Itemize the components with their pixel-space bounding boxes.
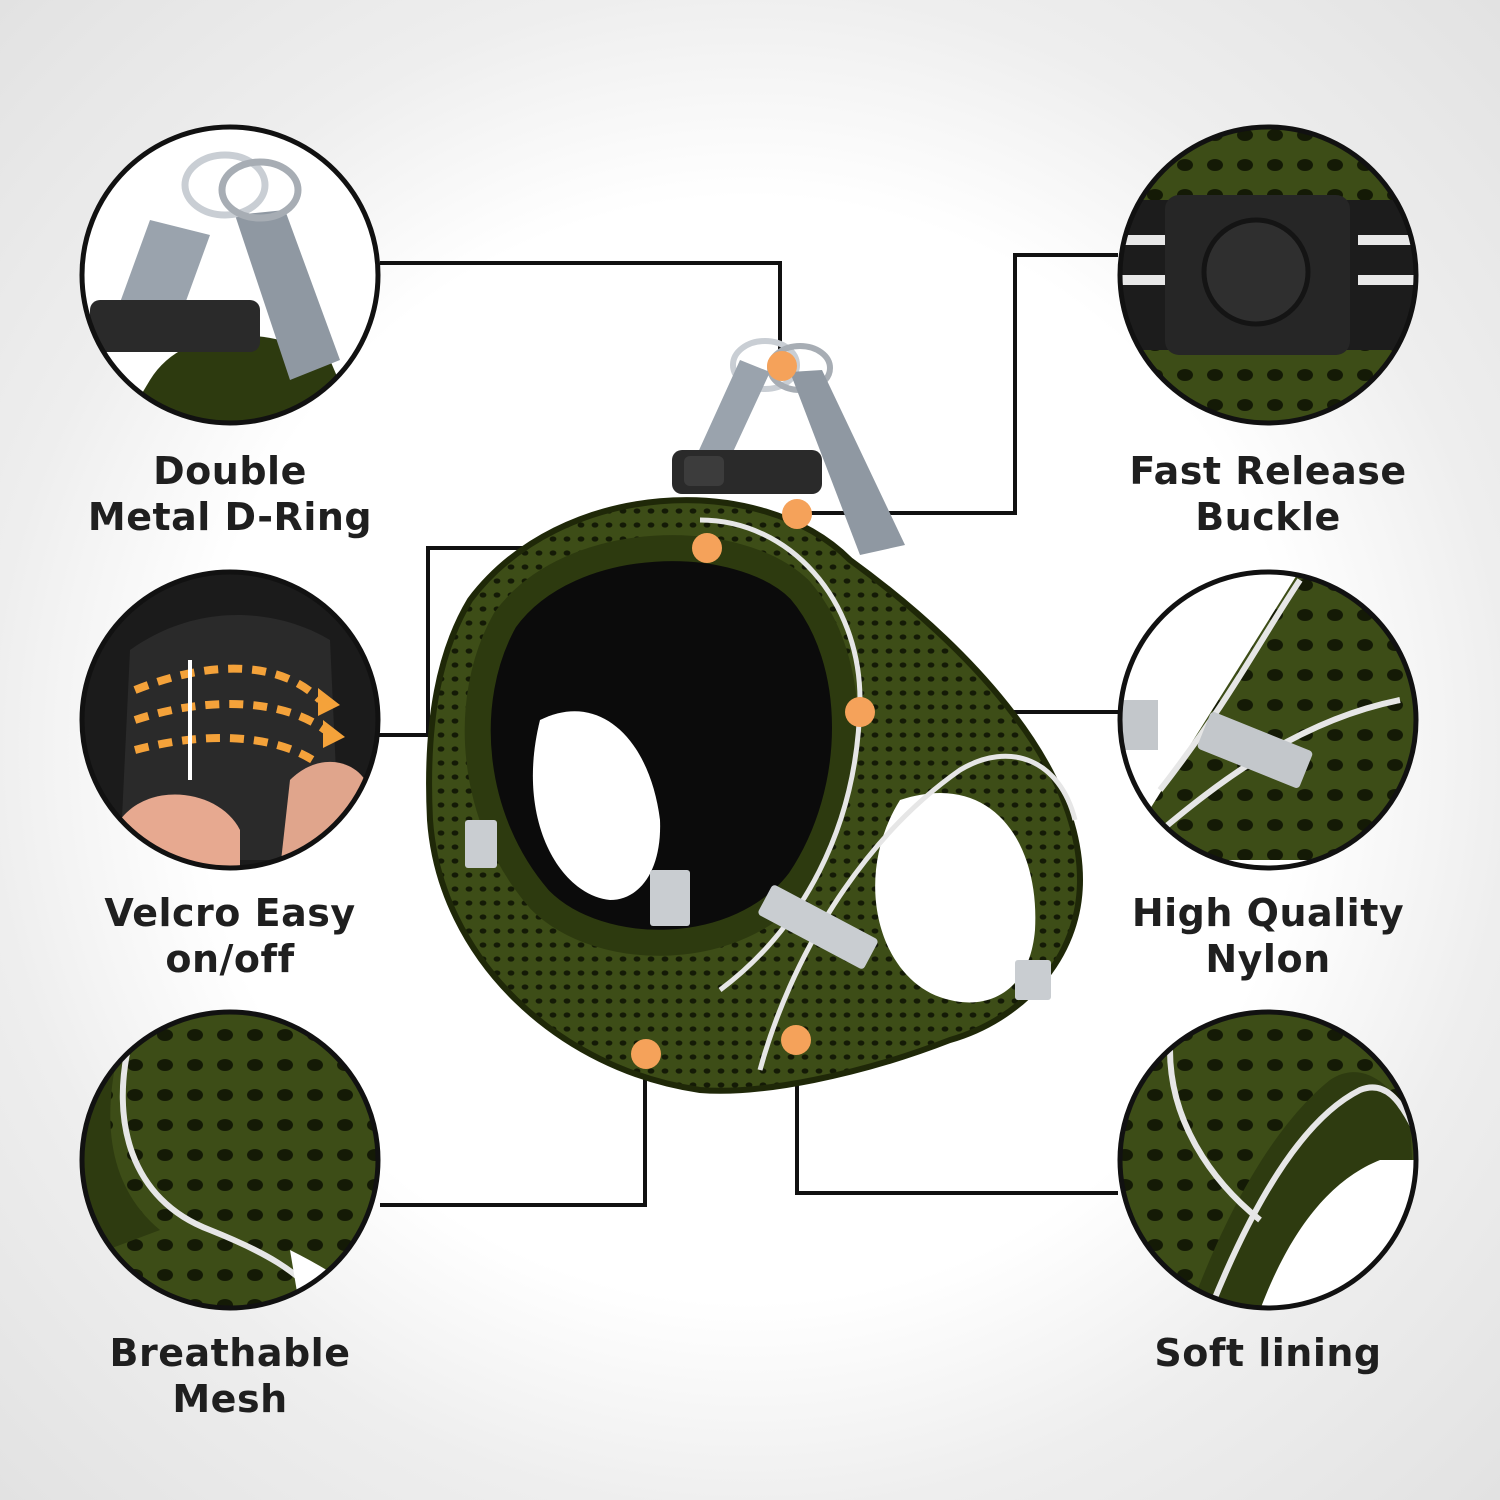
marker-lining	[781, 1025, 811, 1055]
reflective-piping-chest	[757, 753, 1078, 1071]
label-lining-line-1: Soft lining	[1154, 1331, 1382, 1375]
label-buckle-line-2: Buckle	[1195, 495, 1341, 539]
d-ring-icon	[79, 124, 381, 426]
reflective-tab-4	[465, 820, 497, 868]
label-velcro-line-1: Velcro Easy	[104, 891, 356, 935]
reflective-tab-1	[758, 885, 878, 969]
marker-velcro	[692, 533, 722, 563]
marker-nylon	[845, 697, 875, 727]
lining-icon	[1117, 1009, 1419, 1311]
connector-d-ring	[380, 261, 782, 365]
gray-strap-right	[790, 370, 905, 555]
reflective-tab-3	[1015, 960, 1051, 1000]
label-d-ring-line-1: Double	[153, 449, 307, 493]
d-ring-metal	[730, 338, 800, 392]
orange-markers	[631, 351, 875, 1069]
label-mesh-line-1: Breathable	[109, 1331, 351, 1375]
label-nylon-line-2: Nylon	[1205, 937, 1331, 981]
leg-opening-left	[532, 711, 661, 900]
label-nylon: High Quality Nylon	[1058, 890, 1478, 982]
leg-opening-right	[875, 792, 1036, 1003]
label-buckle-line-1: Fast Release	[1129, 449, 1407, 493]
mesh-icon	[79, 1009, 381, 1311]
label-buckle: Fast Release Buckle	[1058, 448, 1478, 540]
label-mesh: Breathable Mesh	[20, 1330, 440, 1422]
label-d-ring-line-2: Metal D-Ring	[87, 495, 373, 539]
connector-mesh	[380, 1055, 647, 1207]
reflective-tab-2	[650, 870, 690, 926]
marker-d-ring	[767, 351, 797, 381]
label-velcro-line-2: on/off	[165, 937, 295, 981]
label-velcro: Velcro Easy on/off	[20, 890, 440, 982]
nylon-icon	[1117, 569, 1419, 871]
label-nylon-line-1: High Quality	[1131, 891, 1405, 935]
marker-buckle	[782, 499, 812, 529]
buckle-icon	[1117, 124, 1419, 426]
velcro-icon	[79, 569, 381, 871]
label-d-ring: Double Metal D-Ring	[20, 448, 440, 540]
harness-product-image	[426, 338, 1084, 1094]
label-mesh-line-2: Mesh	[172, 1377, 288, 1421]
label-lining: Soft lining	[1058, 1330, 1478, 1376]
connector-lining	[795, 1040, 1118, 1195]
connector-buckle	[800, 253, 1118, 515]
marker-mesh	[631, 1039, 661, 1069]
connector-lines	[378, 253, 1118, 1207]
